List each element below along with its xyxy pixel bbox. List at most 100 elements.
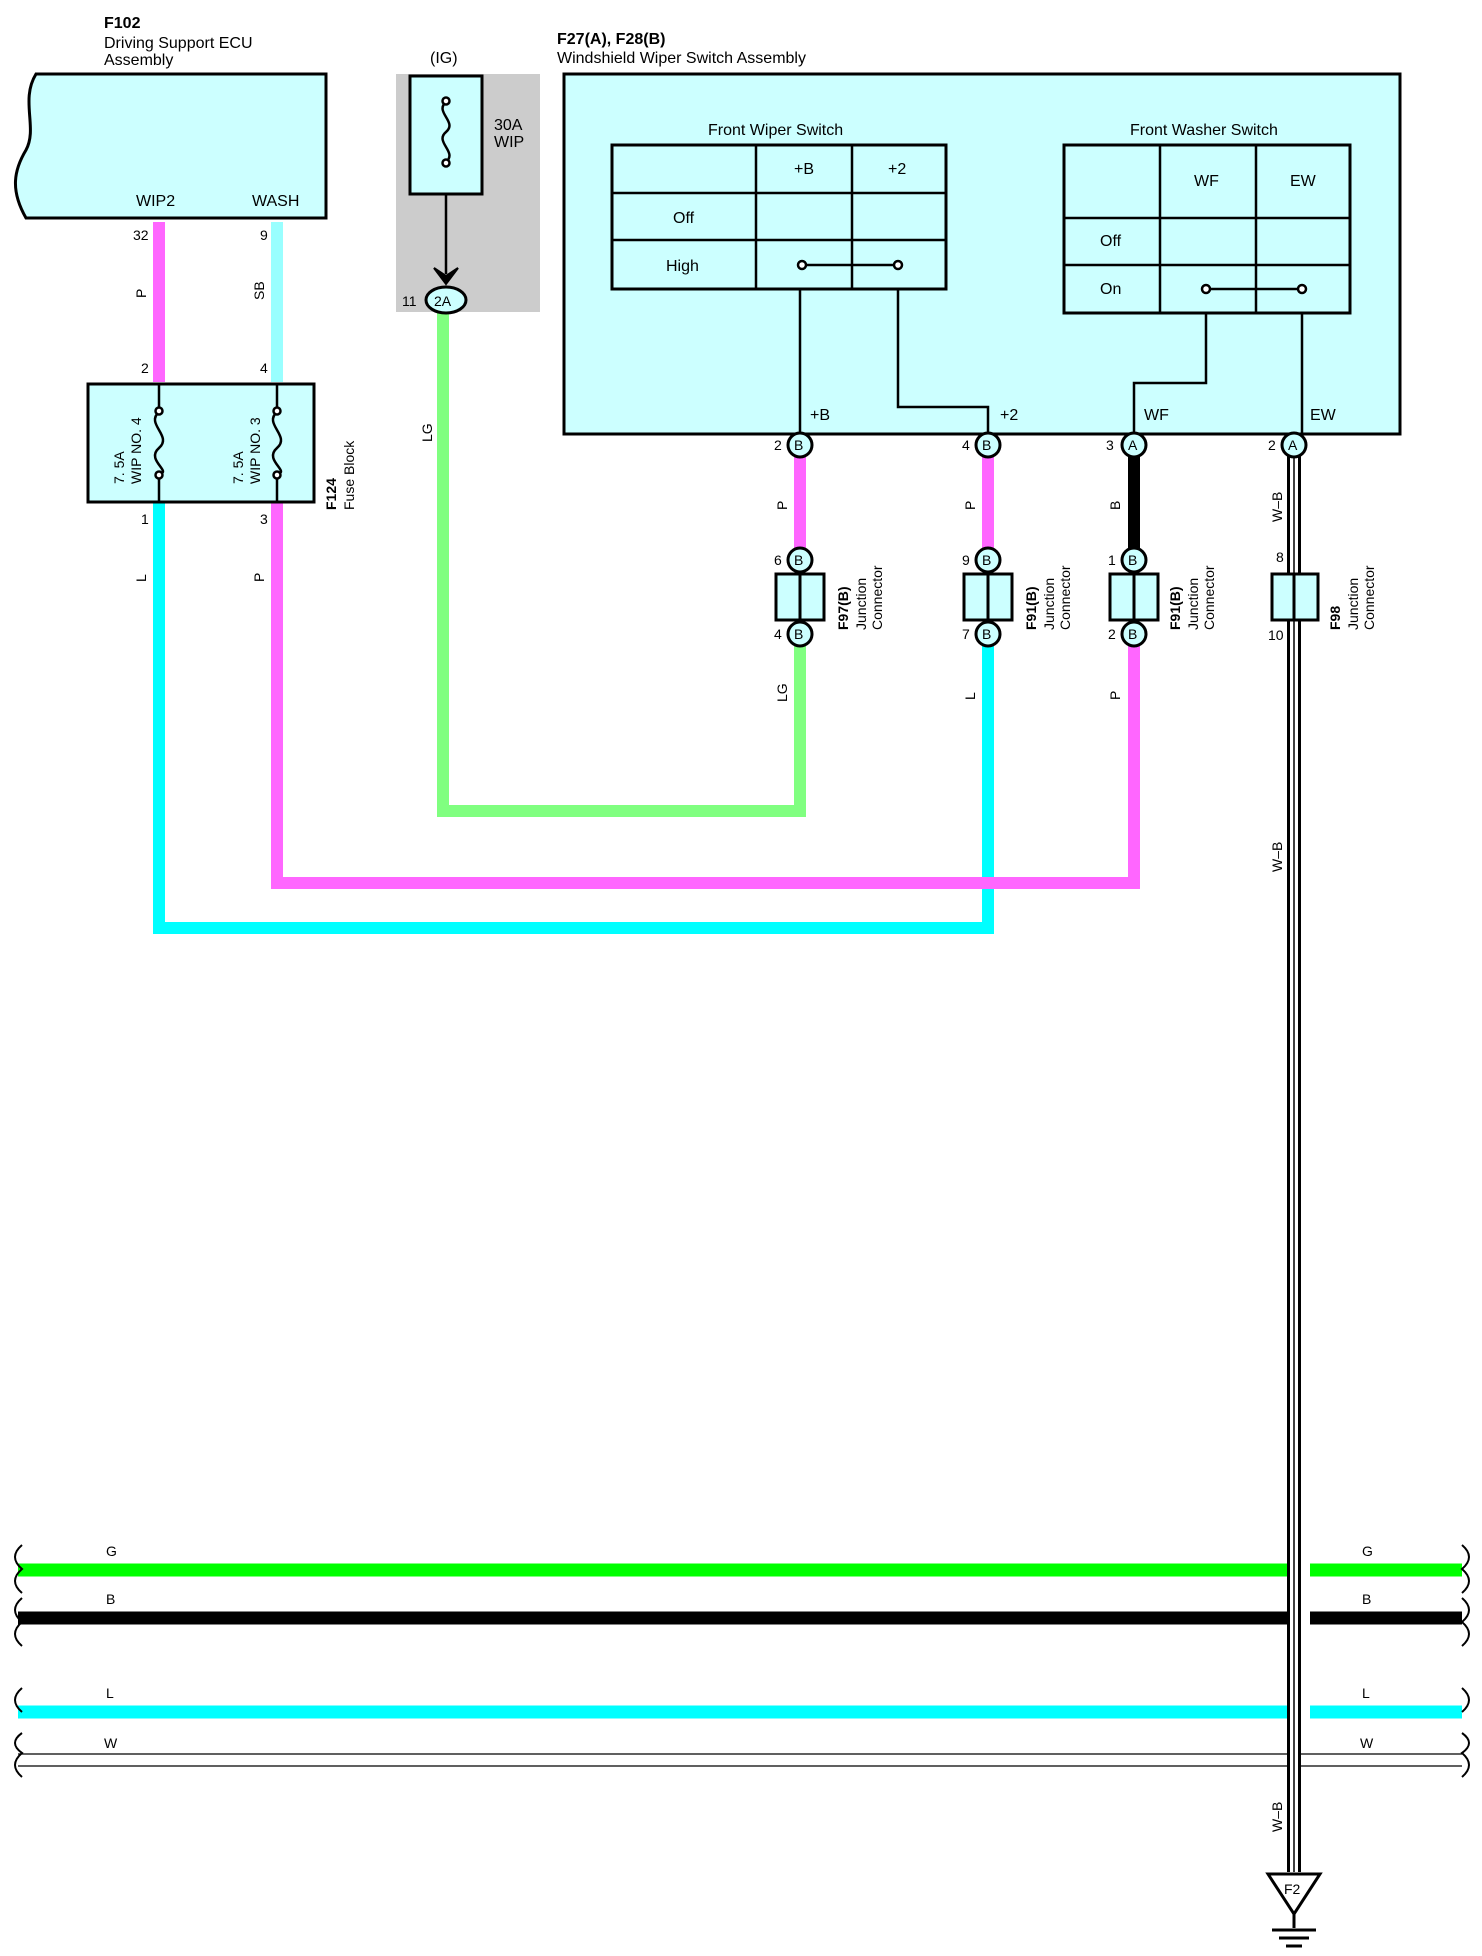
terminal-connector-wf: A 3: [1106, 431, 1148, 459]
svg-text:2: 2: [774, 437, 782, 453]
fuse-pin-in-left: 2: [141, 360, 149, 376]
washer-switch-table: [1062, 143, 1352, 315]
svg-text:B: B: [794, 552, 803, 568]
svg-text:Junction: Junction: [1185, 578, 1201, 630]
ig-connector: [424, 285, 468, 315]
terminal-connector-2: B 4: [962, 431, 1002, 459]
wc-b-to-jc: P: [774, 501, 790, 510]
wiper-col-b: +B: [794, 161, 814, 178]
wiper-switch-title: Front Wiper Switch: [708, 122, 843, 139]
washer-row-off: Off: [1100, 233, 1122, 250]
svg-text:B: B: [794, 437, 803, 453]
ecu-box: [13, 72, 328, 220]
svg-text:4: 4: [774, 626, 782, 642]
svg-text:Connector: Connector: [1361, 565, 1377, 630]
bus-label-b-left: B: [106, 1591, 115, 1607]
wire-fuse3-to-f91c: [271, 502, 1140, 889]
bus-label-w-left: W: [104, 1735, 118, 1751]
ground-code: F2: [1284, 1881, 1301, 1897]
fuse-right-name: WIP NO. 3: [247, 417, 263, 484]
term-name-b: +B: [810, 407, 830, 424]
wiper-row-off: Off: [673, 210, 695, 227]
switch-assembly-box: [562, 72, 1402, 436]
term-name-2: +2: [1000, 407, 1018, 424]
svg-text:Connector: Connector: [1201, 565, 1217, 630]
wc-f97-out: LG: [774, 683, 790, 702]
term-name-ew: EW: [1310, 407, 1337, 424]
svg-text:2: 2: [1108, 626, 1116, 642]
ig-fuse-rating: 30A: [494, 117, 523, 134]
svg-text:A: A: [1288, 437, 1298, 453]
svg-text:B: B: [982, 626, 991, 642]
ig-fuse-box: [408, 74, 484, 196]
wc-ecu-wip2: P: [133, 289, 149, 298]
bus-label-g-right: G: [1362, 1543, 1373, 1559]
wc-ew-to-jc: W–B: [1269, 492, 1285, 522]
washer-col-ew: EW: [1290, 173, 1317, 190]
fuse-block-code: F124: [323, 478, 339, 510]
svg-text:1: 1: [1108, 552, 1116, 568]
fuse-right-icon: [271, 384, 283, 502]
ecu-name-2: Assembly: [104, 52, 173, 69]
terminal-connector-ew: A 2: [1268, 431, 1308, 459]
wc-ground-mid: W–B: [1269, 842, 1285, 872]
wc-f91a-out: L: [962, 692, 978, 700]
ecu-pin-wip2: 32: [133, 227, 149, 243]
bus-label-l-right: L: [1362, 1685, 1370, 1701]
wc-f91b-out: P: [1107, 691, 1123, 700]
wiper-row-high: High: [666, 258, 699, 275]
washer-row-on: On: [1100, 281, 1121, 298]
svg-text:7: 7: [962, 626, 970, 642]
ig-label: (IG): [430, 50, 458, 67]
svg-text:B: B: [982, 552, 991, 568]
svg-text:8: 8: [1276, 549, 1284, 565]
terminal-connector-b: B 2: [774, 431, 814, 459]
bus-w: [18, 1753, 1462, 1767]
wc-ecu-wash: SB: [251, 281, 267, 300]
bus-label-w-right: W: [1360, 1735, 1374, 1751]
washer-col-wf: WF: [1194, 173, 1219, 190]
svg-text:F91(B): F91(B): [1023, 586, 1039, 630]
washer-switch-title: Front Washer Switch: [1130, 122, 1278, 139]
wc-fuse-out-l: L: [133, 574, 149, 582]
ecu-code: F102: [104, 15, 141, 32]
wiper-switch-table: [610, 143, 948, 291]
svg-text:Junction: Junction: [853, 578, 869, 630]
wire-ig-to-f97: [437, 313, 806, 817]
bus-break-curls: [14, 1544, 1470, 1778]
switch-internal-leads: [798, 289, 1304, 434]
washer-on-contact: [1200, 283, 1308, 295]
fuse-pin-out-right: 3: [260, 511, 268, 527]
svg-text:3: 3: [1106, 437, 1114, 453]
svg-text:6: 6: [774, 552, 782, 568]
svg-text:F98: F98: [1327, 606, 1343, 630]
junction-f91-b: B B 1 2 F91(B) Junction Connector: [1108, 546, 1217, 648]
svg-text:Junction: Junction: [1041, 578, 1057, 630]
svg-text:B: B: [982, 437, 991, 453]
ig-pin: 11: [402, 293, 417, 309]
fuse-left-rating: 7. 5A: [111, 451, 127, 484]
ig-conn: 2A: [434, 293, 452, 309]
wiper-col-2: +2: [888, 161, 906, 178]
fuse-left-icon: [153, 384, 165, 502]
svg-text:A: A: [1128, 437, 1138, 453]
svg-text:9: 9: [962, 552, 970, 568]
switch-name: Windshield Wiper Switch Assembly: [557, 50, 806, 67]
fuse-left-name: WIP NO. 4: [128, 417, 144, 484]
svg-text:F97(B): F97(B): [835, 586, 851, 630]
wc-fuse-out-p: P: [251, 573, 267, 582]
svg-text:10: 10: [1268, 627, 1284, 643]
wc-p2-to-jc: P: [962, 501, 978, 510]
junction-f98: 8 10 F98 Junction Connector: [1268, 549, 1377, 643]
svg-text:Connector: Connector: [1057, 565, 1073, 630]
svg-text:4: 4: [962, 437, 970, 453]
bus-label-g-left: G: [106, 1543, 117, 1559]
ecu-name-1: Driving Support ECU: [104, 35, 253, 52]
wc-wf-to-jc: B: [1107, 501, 1123, 510]
fuse-block-name: Fuse Block: [341, 440, 357, 510]
fuse-pin-in-right: 4: [260, 360, 268, 376]
bus-label-l-left: L: [106, 1685, 114, 1701]
switch-code: F27(A), F28(B): [557, 31, 665, 48]
junction-f91-a: B B 9 7 F91(B) Junction Connector: [962, 546, 1073, 648]
svg-text:F91(B): F91(B): [1167, 586, 1183, 630]
